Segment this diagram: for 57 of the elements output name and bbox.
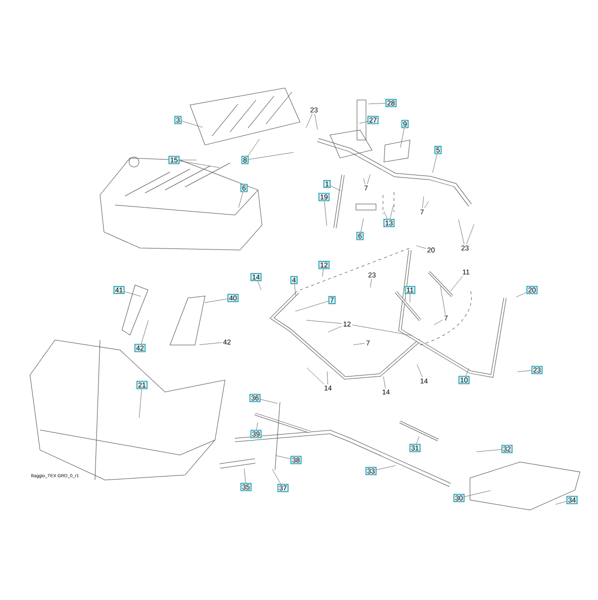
leader-line xyxy=(260,399,278,404)
leader-line xyxy=(424,200,429,208)
leader-line xyxy=(199,342,222,345)
leader-line xyxy=(141,320,148,344)
leader-line xyxy=(416,364,423,378)
leader-line xyxy=(306,114,312,128)
leader-line xyxy=(416,246,426,249)
leader-line xyxy=(517,370,532,372)
leader-line xyxy=(238,192,244,208)
leader-line xyxy=(450,276,464,292)
leader-line xyxy=(256,422,258,430)
leader-line xyxy=(204,298,228,303)
leader-line xyxy=(306,368,324,384)
leader-line xyxy=(328,326,342,332)
leader-line xyxy=(360,218,364,232)
leader-line xyxy=(181,120,203,128)
leader-line xyxy=(390,205,394,220)
leader-line xyxy=(179,160,220,168)
leader-line xyxy=(248,138,260,156)
leader-line xyxy=(139,388,142,418)
leader-line xyxy=(352,324,413,336)
leader-line xyxy=(368,103,386,104)
leader-line xyxy=(476,449,502,452)
leader-line xyxy=(555,501,567,505)
leader-line xyxy=(353,343,365,345)
leader-line xyxy=(359,121,368,124)
leader-line xyxy=(367,174,370,184)
leader-line xyxy=(257,280,262,290)
leader-line xyxy=(464,490,491,497)
leader-line xyxy=(400,128,404,148)
leader-line xyxy=(326,371,328,384)
leader-line xyxy=(384,211,388,220)
leader-line xyxy=(434,320,443,325)
leader-line xyxy=(275,455,291,459)
leader-line xyxy=(330,186,341,192)
leader-line xyxy=(294,284,296,296)
leader-line xyxy=(306,320,342,324)
leader-line xyxy=(432,154,438,173)
leader-line xyxy=(416,436,420,444)
leader-line xyxy=(383,376,386,388)
leader-line xyxy=(466,224,474,244)
leader-line xyxy=(248,152,294,160)
leader-line xyxy=(376,465,396,470)
leader-line xyxy=(295,300,329,312)
leader-line xyxy=(466,368,470,376)
leader-line xyxy=(124,291,141,296)
leader-line xyxy=(422,196,424,208)
leader-line xyxy=(440,286,446,314)
leader-line xyxy=(363,178,366,184)
leader-line xyxy=(244,468,246,484)
leader-line xyxy=(322,268,324,277)
leader-line xyxy=(272,468,281,484)
leader-line xyxy=(370,278,372,288)
leader-line xyxy=(516,292,527,298)
leader-line xyxy=(314,114,318,130)
leader-line xyxy=(458,219,464,244)
leader-line xyxy=(324,200,327,226)
